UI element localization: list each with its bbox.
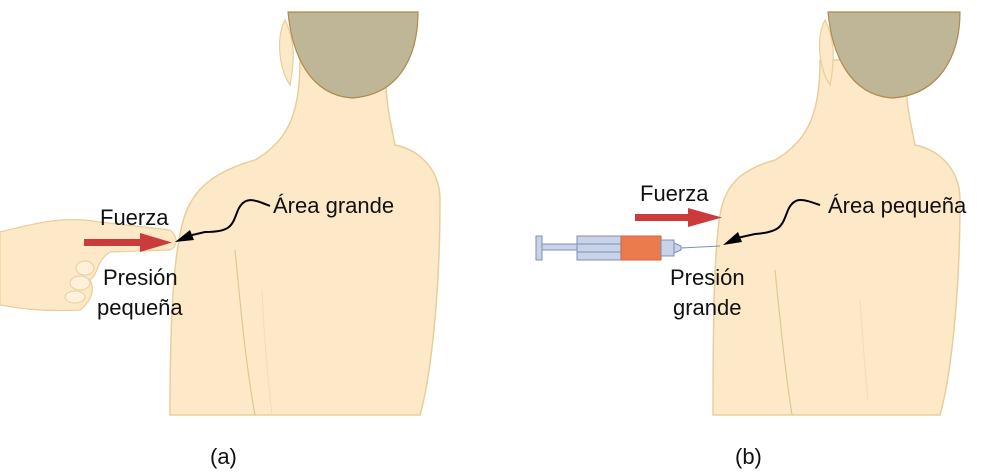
shoulder-illustration	[535, 11, 961, 416]
pressure-label-line1: Presión	[103, 265, 178, 290]
pressure-label-line2: grande	[673, 295, 742, 320]
caption-b: (b)	[735, 444, 762, 469]
pointer-arrowhead-icon	[723, 232, 742, 245]
force-arrow-icon	[84, 233, 172, 252]
area-label: Área grande	[273, 193, 395, 218]
panel-a-finger-pressure: Fuerza Área grande Presión pequeña (a)	[0, 0, 492, 472]
force-arrow-icon	[635, 208, 722, 227]
pointer-line-icon	[736, 199, 821, 239]
force-label: Fuerza	[100, 205, 169, 230]
pointer-line-icon	[187, 199, 271, 237]
area-label: Área pequeña	[828, 193, 967, 218]
shoulder-illustration	[0, 11, 441, 416]
caption-a: (a)	[210, 444, 237, 469]
panel-b-syringe-pressure: Fuerza Área pequeña Presión grande (b)	[520, 0, 985, 472]
syringe-icon	[535, 235, 721, 261]
force-label: Fuerza	[640, 181, 709, 206]
pressure-label-line1: Presión	[670, 265, 745, 290]
pointer-arrowhead-icon	[175, 230, 194, 242]
pressure-label-line2: pequeña	[97, 295, 183, 320]
